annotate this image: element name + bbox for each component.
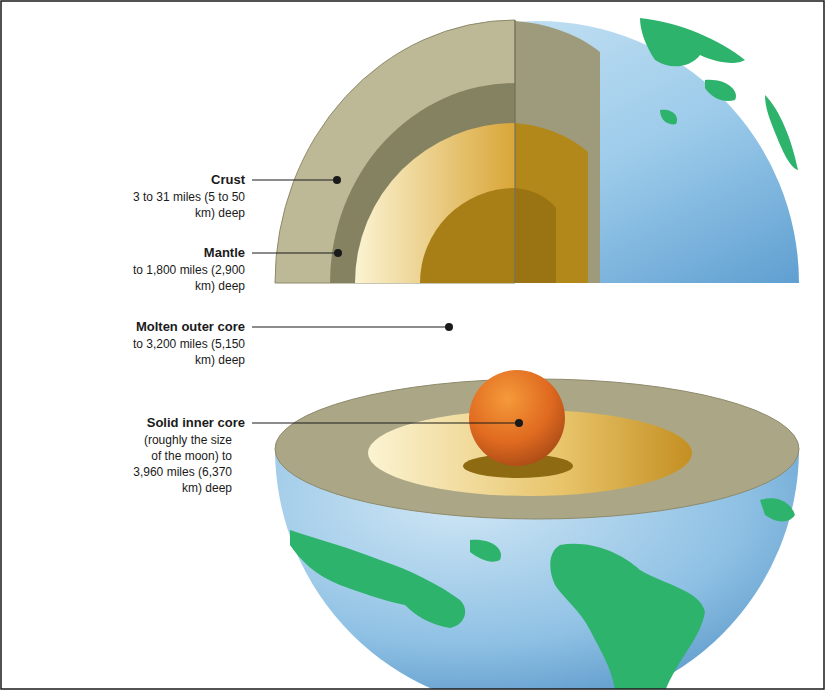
layer-name: Solid inner core xyxy=(45,414,245,431)
inner-core-cavity xyxy=(420,188,515,283)
continents xyxy=(640,18,798,170)
crust-face xyxy=(275,20,515,283)
inner-cut-right xyxy=(515,188,556,283)
leader-dots xyxy=(333,176,523,427)
layer-name: Crust xyxy=(45,171,245,188)
outer-core-face-left xyxy=(355,123,515,283)
depth-note: 3 to 31 miles (5 to 50 km) deep xyxy=(130,189,245,221)
depth-note: to 1,800 miles (2,900 km) deep xyxy=(130,262,245,294)
mantle-face xyxy=(330,83,515,283)
depth-note: (roughly the size of the moon) to 3,960 … xyxy=(132,432,232,496)
core-cut-right xyxy=(515,123,588,283)
layer-name: Molten outer core xyxy=(45,318,245,335)
continents xyxy=(290,498,795,689)
cut-face-right xyxy=(515,21,600,283)
depth-note: to 3,200 miles (5,150 km) deep xyxy=(130,336,245,368)
layer-name: Mantle xyxy=(45,244,245,261)
leader-lines xyxy=(252,180,517,423)
inner-core xyxy=(469,370,565,466)
